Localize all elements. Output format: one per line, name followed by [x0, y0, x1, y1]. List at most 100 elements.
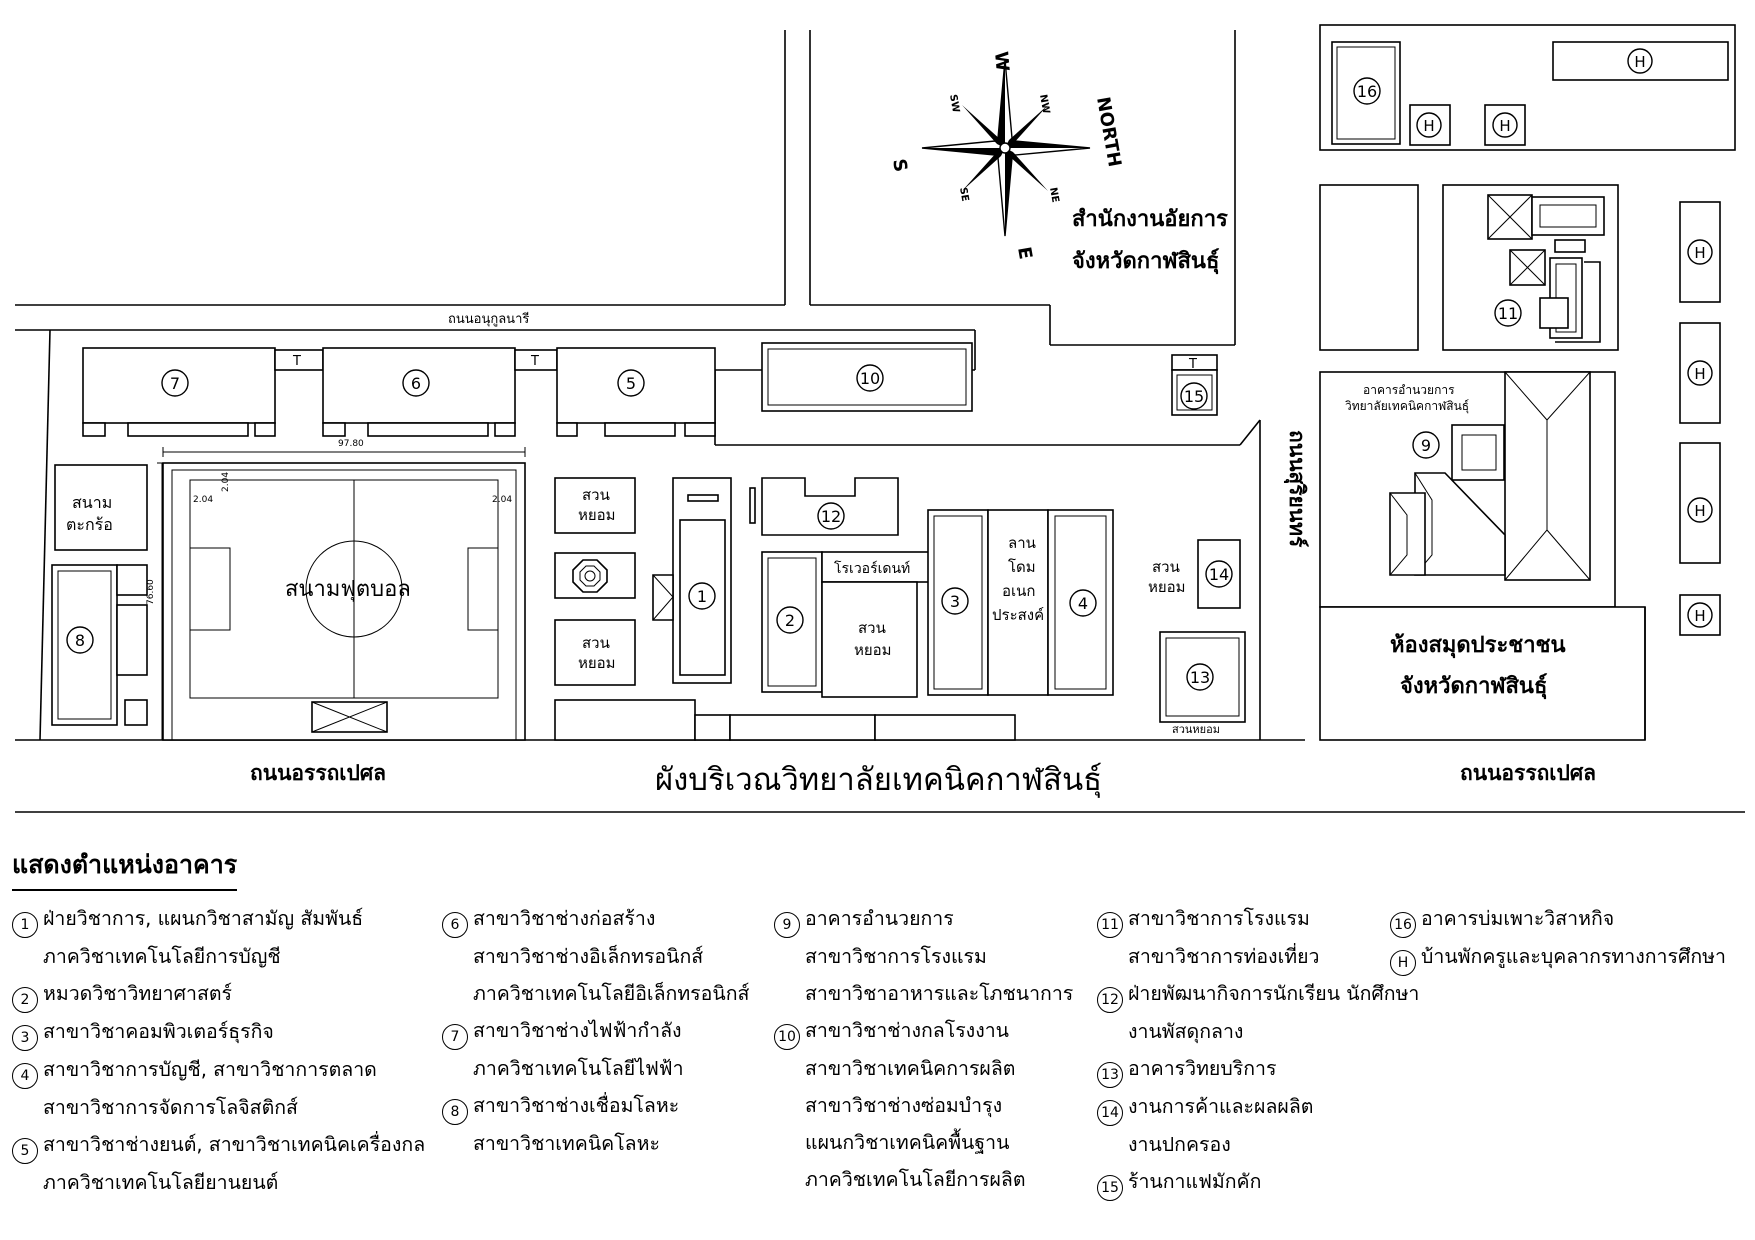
legend-title: แสดงตำแหน่งอาคาร — [12, 845, 238, 891]
building-number-circle — [688, 582, 716, 610]
garden-a-line2: หยอม — [578, 506, 616, 524]
building-number: 5 — [626, 374, 636, 393]
compass-south: S — [888, 157, 911, 173]
legend-item-line: สาขาวิชาการโรงแรม — [774, 938, 1073, 975]
legend-text: ฝ่ายพัฒนากิจการนักเรียน นักศึกษา — [1128, 982, 1420, 1005]
legend-text: สาขาวิชาช่างไฟฟ้ากำลัง — [473, 1019, 682, 1042]
compass-icon — [921, 59, 1091, 237]
building-number-marker: 10 — [856, 364, 884, 392]
building-number-circle — [1205, 560, 1233, 588]
legend-text: ฝ่ายวิชาการ, แผนกวิชาสามัญ สัมพันธ์ — [43, 907, 364, 930]
garden-d-line1: สวน — [1152, 558, 1180, 576]
garden-d-line2: หยอม — [1148, 578, 1186, 596]
prosecutor-line1: สำนักงานอัยการ — [1072, 207, 1228, 232]
legend-number: 1 — [12, 912, 38, 938]
building-number-marker: 9 — [1412, 431, 1440, 459]
legend-number: 5 — [12, 1138, 38, 1164]
compass-north: NORTH — [1092, 95, 1125, 168]
legend-text: สาขาวิชาการท่องเที่ยว — [1128, 945, 1320, 968]
building-number-circle — [1353, 77, 1381, 105]
building-number-marker: 6 — [402, 369, 430, 397]
legend-item-line: สาขาวิชาช่างอิเล็กทรอนิกส์ — [442, 938, 749, 975]
building-11-roofs — [1487, 194, 1605, 343]
legend-number: 4 — [12, 1063, 38, 1089]
building-number: 9 — [1421, 436, 1431, 455]
legend-item-line: สาขาวิชาช่างซ่อมบำรุง — [774, 1087, 1073, 1124]
building-number-marker: 13 — [1186, 663, 1214, 691]
house-marker-letter: H — [1694, 365, 1705, 383]
house-marker-letter: H — [1634, 53, 1645, 71]
dim-margin-a: 2.04 — [193, 495, 213, 505]
legend-item-line: แผนกวิชาเทคนิคพื้นฐาน — [774, 1124, 1073, 1161]
legend-text: สาขาวิชาการบัญชี, สาขาวิชาการตลาด — [43, 1058, 377, 1081]
dome-line2: โดม — [1008, 558, 1036, 576]
garden-e-label: สวนหยอม — [1172, 723, 1220, 736]
house-marker-letter: H — [1499, 117, 1510, 135]
house-marker-icon: H — [1627, 48, 1653, 74]
building-number-circle — [941, 587, 969, 615]
legend-text: สาขาวิชาช่างกลโรงงาน — [805, 1019, 1009, 1042]
dome-line3: อเนก — [1002, 582, 1035, 600]
toilet-marker: T — [530, 354, 539, 369]
building-number-marker: 16 — [1353, 77, 1381, 105]
legend-item-line: สาขาวิชาการท่องเที่ยว — [1097, 938, 1419, 975]
building-9-roofs — [1389, 371, 1591, 581]
legend-item-line: สาขาวิชาเทคนิคการผลิต — [774, 1050, 1073, 1087]
building-number: 2 — [785, 611, 795, 630]
house-marker-icon: H — [1492, 112, 1518, 138]
library-line1: ห้องสมุดประชาชน — [1390, 633, 1566, 659]
legend-number: 9 — [774, 912, 800, 938]
legend-number: 16 — [1390, 912, 1416, 938]
building-number-circle — [1180, 382, 1208, 410]
building-number: 8 — [75, 631, 85, 650]
building-number-marker: 3 — [941, 587, 969, 615]
legend-text: งานพัสดุกลาง — [1128, 1020, 1244, 1043]
legend-number: 12 — [1097, 987, 1123, 1013]
legend-text: ภาควิชาเทคโนโลยีอิเล็กทรอนิกส์ — [473, 982, 750, 1005]
building-number: 14 — [1209, 565, 1229, 584]
compass-se: SE — [957, 187, 970, 203]
legend-text: งานปกครอง — [1128, 1133, 1231, 1156]
building-number-marker: 7 — [161, 369, 189, 397]
dim-margin-b: 2.04 — [492, 495, 512, 505]
garden-c-line2: หยอม — [854, 641, 892, 659]
building-number: 13 — [1190, 668, 1210, 687]
compass-sw: SW — [947, 94, 961, 114]
legend-item-line: งานปกครอง — [1097, 1126, 1419, 1163]
legend-text: อาคารวิทยบริการ — [1128, 1057, 1277, 1080]
legend-text: ภาควิชาเทคโนโลยีไฟฟ้า — [473, 1057, 684, 1080]
building-number-circle — [817, 502, 845, 530]
house-marker-icon: H — [1687, 602, 1713, 628]
house-marker-letter: H — [1423, 117, 1434, 135]
house-markers: H H H H H H H — [1416, 48, 1713, 628]
dimension-marks — [157, 447, 526, 741]
house-marker-icon: H — [1687, 497, 1713, 523]
legend-text: ภาควิชาเทคโนโลยีการบัญชี — [43, 945, 281, 968]
road-side-label: ถนนสุริยนทร์ — [1283, 430, 1309, 548]
dim-length: 76.60 — [146, 579, 156, 605]
house-marker-letter: H — [1694, 244, 1705, 262]
buildings — [51, 342, 1246, 741]
legend-text: สาขาวิชาช่างเชื่อมโลหะ — [473, 1094, 680, 1117]
legend-text: แผนกวิชาเทคนิคพื้นฐาน — [805, 1131, 1010, 1154]
building-number-marker: 15 — [1180, 382, 1208, 410]
